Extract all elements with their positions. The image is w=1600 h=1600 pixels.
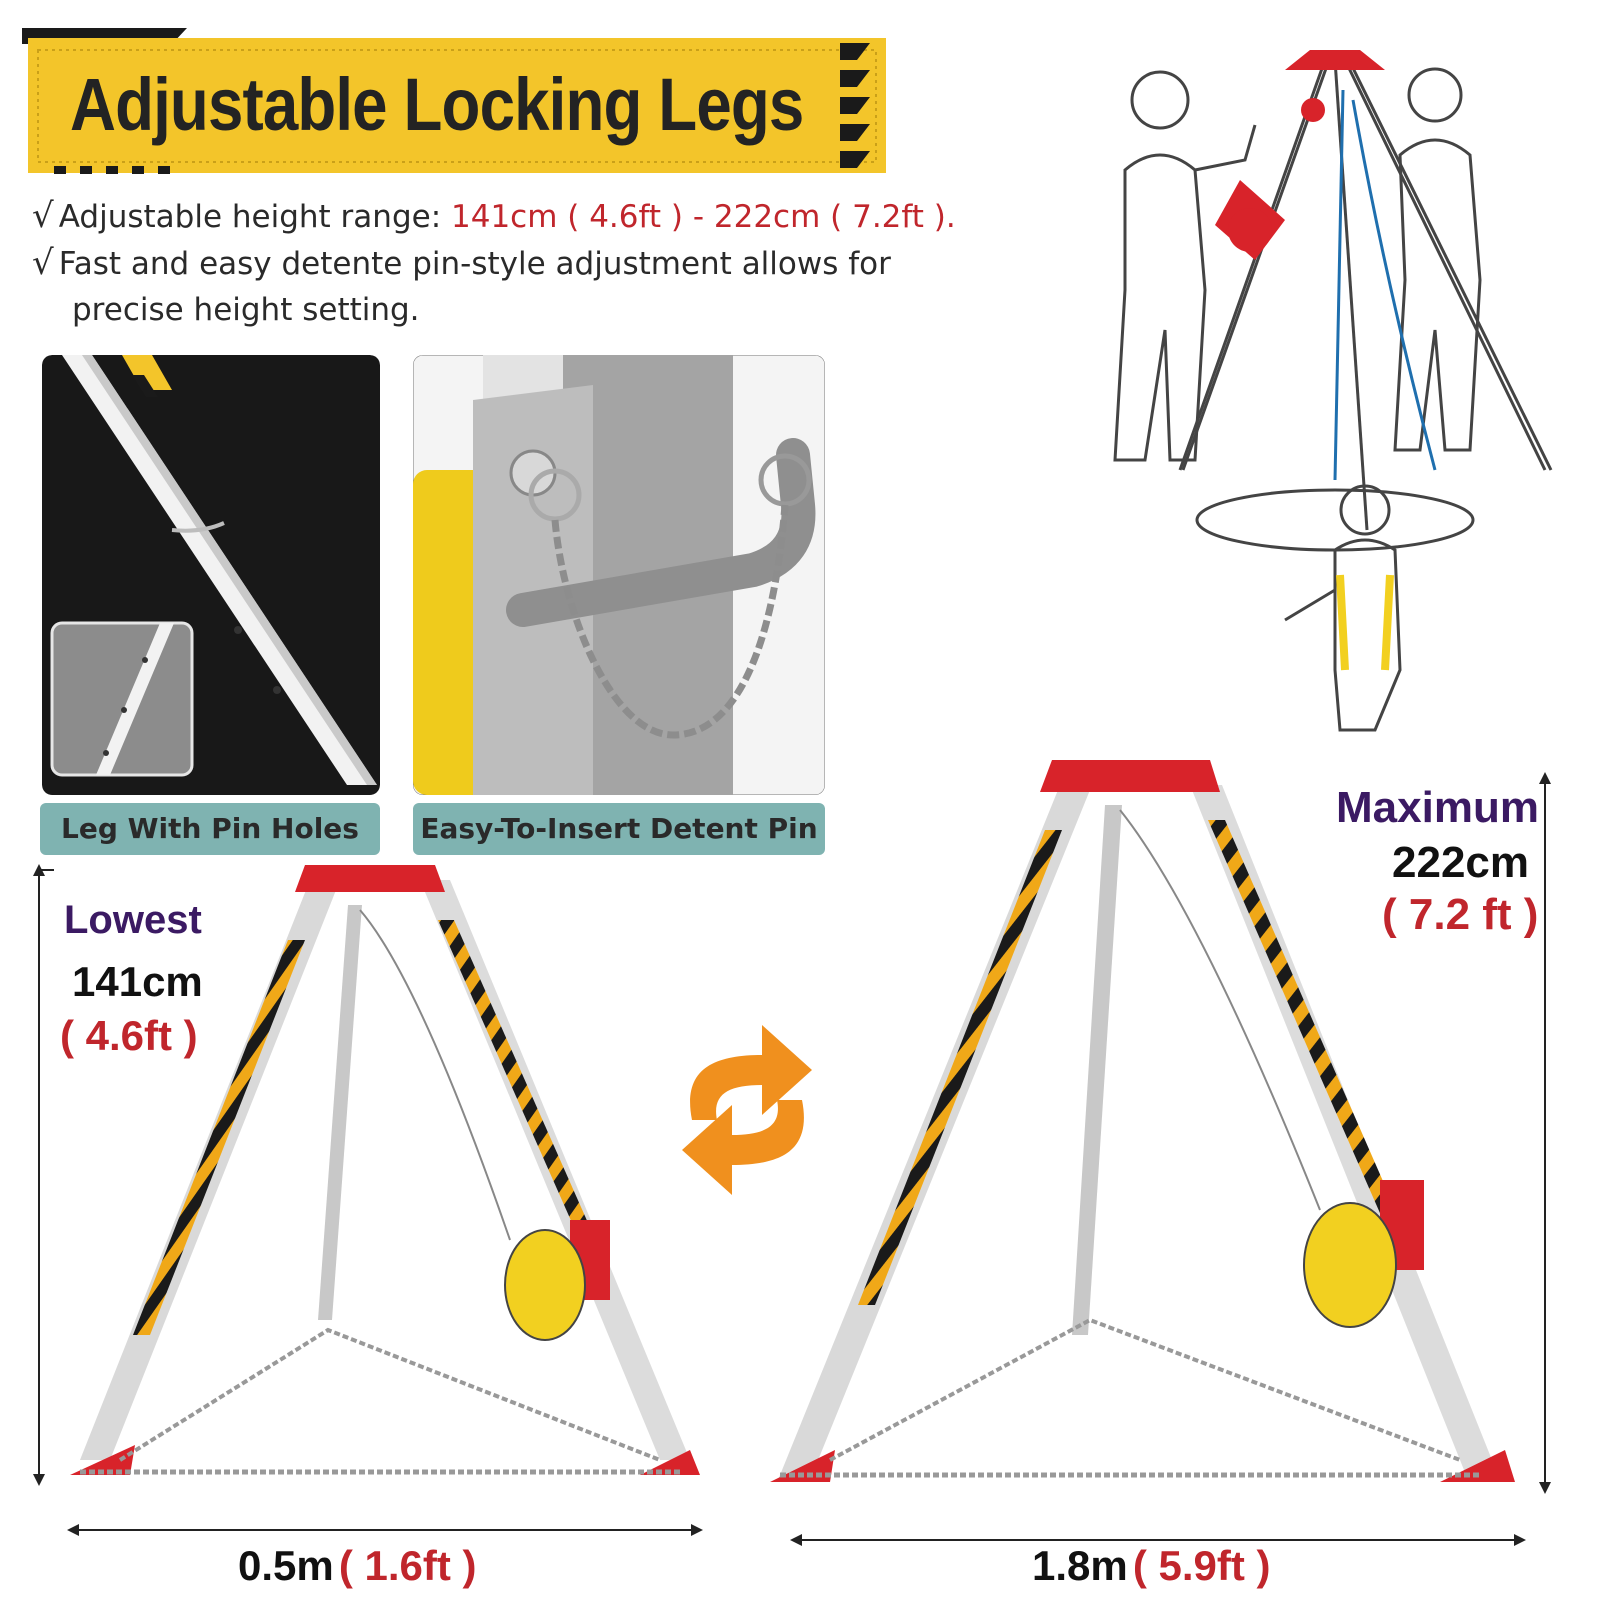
maximum-height-arrow <box>1539 772 1551 1494</box>
lowest-spread-imperial: ( 1.6ft ) <box>338 1542 477 1589</box>
feature-bullet-1: √ Adjustable height range: 141cm ( 4.6ft… <box>32 196 956 236</box>
lowest-label: Lowest <box>64 898 202 942</box>
maximum-spread-arrow <box>790 1534 1526 1546</box>
maximum-spread-imperial: ( 5.9ft ) <box>1132 1542 1271 1589</box>
lowest-height-value: 141cm <box>72 958 203 1005</box>
check-icon: √ <box>32 196 54 236</box>
lowest-height-arrow <box>33 864 54 1486</box>
rescue-scene-illustration <box>1113 50 1553 732</box>
maximum-height-imperial: ( 7.2 ft ) <box>1382 890 1539 939</box>
caption-detent-pin: Easy-To-Insert Detent Pin <box>413 803 825 855</box>
lowest-spread-value: 0.5m <box>238 1542 334 1589</box>
feature-bullet-2: √ Fast and easy detente pin-style adjust… <box>32 243 891 283</box>
check-icon: √ <box>32 243 54 283</box>
maximum-spread-label: 1.8m ( 5.9ft ) <box>1032 1542 1271 1590</box>
feature-text: Adjustable height range: <box>58 199 451 235</box>
title-banner <box>22 28 886 174</box>
feature-continuation: precise height setting. <box>72 292 420 328</box>
maximum-label: Maximum <box>1336 783 1539 832</box>
lowest-spread-label: 0.5m ( 1.6ft ) <box>238 1542 477 1590</box>
tripod-lowest-photo <box>70 865 700 1475</box>
detent-pin-photo <box>413 355 825 795</box>
maximum-height-value: 222cm <box>1392 838 1530 887</box>
feature-text: Fast and easy detente pin-style adjustme… <box>58 246 891 282</box>
lowest-height-imperial: ( 4.6ft ) <box>60 1012 198 1059</box>
tripod-maximum-photo <box>770 760 1515 1482</box>
leg-pin-holes-photo <box>42 355 380 795</box>
caption-leg-pin-holes: Leg With Pin Holes <box>40 803 380 855</box>
maximum-spread-value: 1.8m <box>1032 1542 1128 1589</box>
height-range-highlight: 141cm ( 4.6ft ) - 222cm ( 7.2ft ). <box>451 199 956 235</box>
page-title: Adjustable Locking Legs <box>70 63 804 146</box>
swap-arrows-icon <box>682 1025 812 1195</box>
lowest-spread-arrow <box>67 1524 703 1536</box>
